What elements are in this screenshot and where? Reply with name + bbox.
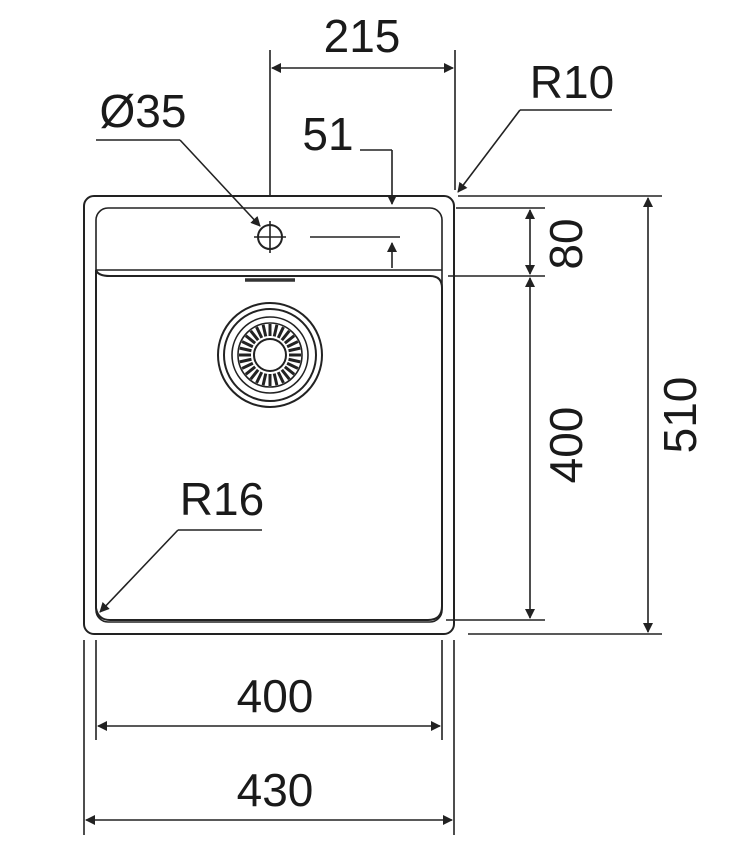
dim-overall-depth: 510 bbox=[458, 195, 706, 635]
strainer-slot bbox=[286, 361, 299, 370]
dim-bowl-depth-label: 400 bbox=[540, 407, 592, 484]
dim-tap-hole-diameter: Ø35 bbox=[96, 85, 261, 227]
strainer-slot bbox=[261, 373, 268, 386]
dim-inner-corner-radius: R16 bbox=[99, 473, 264, 613]
dim-shelf-depth-label: 80 bbox=[540, 218, 592, 269]
dim-overall-width: 430 bbox=[83, 640, 455, 835]
dim-top-width-label: 215 bbox=[324, 10, 401, 62]
dim-tap-hole-diameter-label: Ø35 bbox=[100, 85, 187, 137]
strainer-slot bbox=[244, 334, 257, 345]
strainer-slot bbox=[249, 329, 260, 342]
strainer-slot bbox=[249, 368, 260, 381]
sink-bowl bbox=[95, 269, 443, 621]
dim-corner-radius-outer-label: R10 bbox=[530, 56, 614, 108]
strainer-slot bbox=[272, 373, 279, 386]
strainer-slot bbox=[288, 357, 301, 364]
strainer-slot bbox=[272, 324, 279, 337]
strainer-slot bbox=[288, 346, 301, 353]
tap-hole bbox=[254, 221, 400, 253]
strainer-slot bbox=[241, 361, 254, 370]
sink-outline bbox=[83, 195, 455, 635]
strainer-slot bbox=[241, 340, 254, 349]
strainer-slot bbox=[280, 368, 291, 381]
strainer-slot bbox=[280, 329, 291, 342]
drain-strainer-icon bbox=[217, 302, 323, 408]
strainer-slot bbox=[276, 371, 285, 384]
dim-shelf-depth: 80 bbox=[448, 207, 592, 277]
strainer-slot bbox=[244, 365, 257, 376]
strainer-slot bbox=[283, 334, 296, 345]
dim-tap-hole-offset-label: 51 bbox=[302, 108, 353, 160]
sink-outer-rim bbox=[83, 195, 455, 635]
strainer-slot bbox=[255, 371, 264, 384]
strainer-slot bbox=[255, 326, 264, 339]
dim-bowl-depth: 400 bbox=[446, 277, 592, 621]
strainer-slot bbox=[239, 346, 252, 353]
dim-overall-width-label: 430 bbox=[237, 764, 314, 816]
strainer-slot bbox=[276, 326, 285, 339]
dim-corner-radius-outer: R10 bbox=[457, 56, 614, 193]
dim-bowl-width: 400 bbox=[95, 640, 443, 740]
dim-tap-hole-offset: 51 bbox=[302, 108, 397, 268]
strainer-slot bbox=[283, 365, 296, 376]
dim-overall-depth-label: 510 bbox=[654, 377, 706, 454]
strainer-slot bbox=[261, 324, 268, 337]
strainer-slot bbox=[239, 357, 252, 364]
strainer-slot bbox=[286, 340, 299, 349]
dim-bowl-width-label: 400 bbox=[237, 670, 314, 722]
dim-top-width: 215 bbox=[269, 10, 456, 196]
dim-inner-corner-radius-label: R16 bbox=[180, 473, 264, 525]
